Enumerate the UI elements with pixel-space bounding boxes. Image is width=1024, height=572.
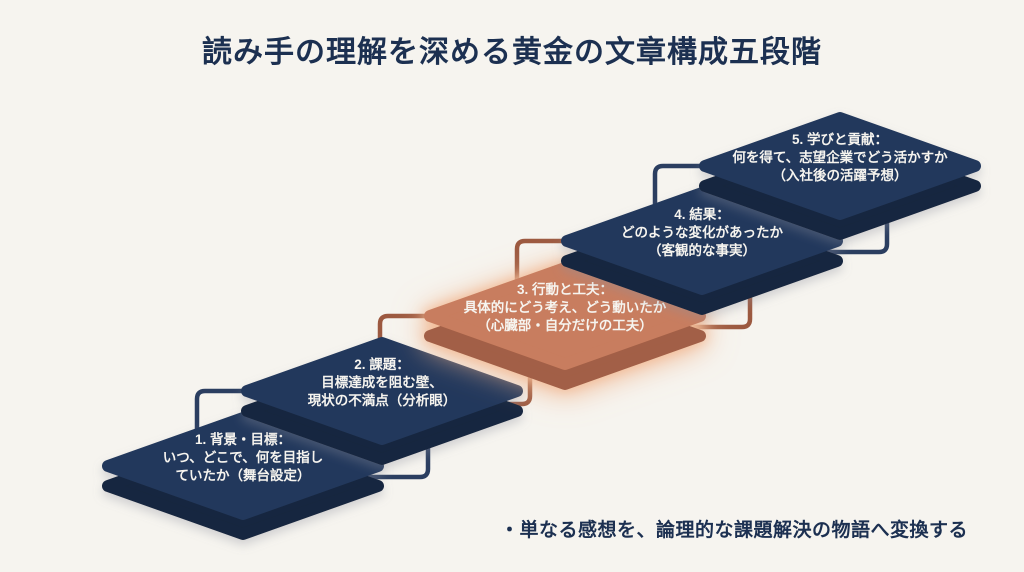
step-4-block: 4. 結果： どのような変化があったか （客観的な事実）: [567, 193, 837, 309]
connector-step1-step2-left: [194, 388, 250, 439]
connector-step2-step3-left: [377, 313, 433, 355]
slide-title: 読み手の理解を深める黄金の文章構成五段階: [202, 36, 822, 69]
connector-step1-step2-right: [347, 437, 431, 480]
step-4-line3: （客観的な事実）: [648, 242, 756, 258]
footnote: ・単なる感想を、論理的な課題解決の物語へ変換する: [500, 520, 969, 541]
step-3-line1: 3. 行動と工夫：: [517, 281, 613, 297]
step-3-line3: （心臓部・自分だけの工夫）: [477, 317, 653, 333]
step-5-block: 5. 学びと貢献： 何を得て、志望企業でどう活かすか （入社後の活躍予想）: [705, 118, 975, 234]
step-1-block: 1. 背景・目標： いつ、どこで、何を目指し ていたか（舞台設定）: [108, 418, 378, 534]
step-2-line3: 現状の不満点（分析眼）: [308, 392, 457, 408]
step-5-line1: 5. 学びと貢献：: [792, 131, 888, 147]
step-4-line2: どのような変化があったか: [621, 224, 783, 240]
step-1-line2: いつ、どこで、何を目指し: [163, 449, 324, 465]
connector-step2-step3-right: [477, 365, 533, 407]
step-5-line3: （入社後の活躍予想）: [773, 167, 908, 183]
step-1-line3: ていたか（舞台設定）: [176, 467, 311, 483]
connector-step4-step5-right: [806, 214, 890, 255]
step-3-block-highlighted: 3. 行動と工夫： 具体的にどう考え、どう動いたか （心臓部・自分だけの工夫）: [430, 268, 700, 384]
step-4-line1: 4. 結果：: [674, 206, 730, 222]
step-2-line2: 目標達成を阻む壁、: [321, 374, 443, 390]
step-3-line2: 具体的にどう考え、どう動いたか: [463, 299, 667, 315]
connector-step3-step4-left: [514, 238, 570, 289]
connectors: [194, 163, 890, 480]
connector-step3-step4-right: [669, 289, 753, 330]
step-2-block: 2. 課題： 目標達成を阻む壁、 現状の不満点（分析眼）: [247, 343, 517, 459]
connector-step4-step5-left: [652, 163, 708, 214]
step-2-line1: 2. 課題：: [354, 356, 410, 372]
step-1-line1: 1. 背景・目標：: [195, 431, 291, 447]
step-5-line2: 何を得て、志望企業でどう活かすか: [732, 149, 948, 165]
